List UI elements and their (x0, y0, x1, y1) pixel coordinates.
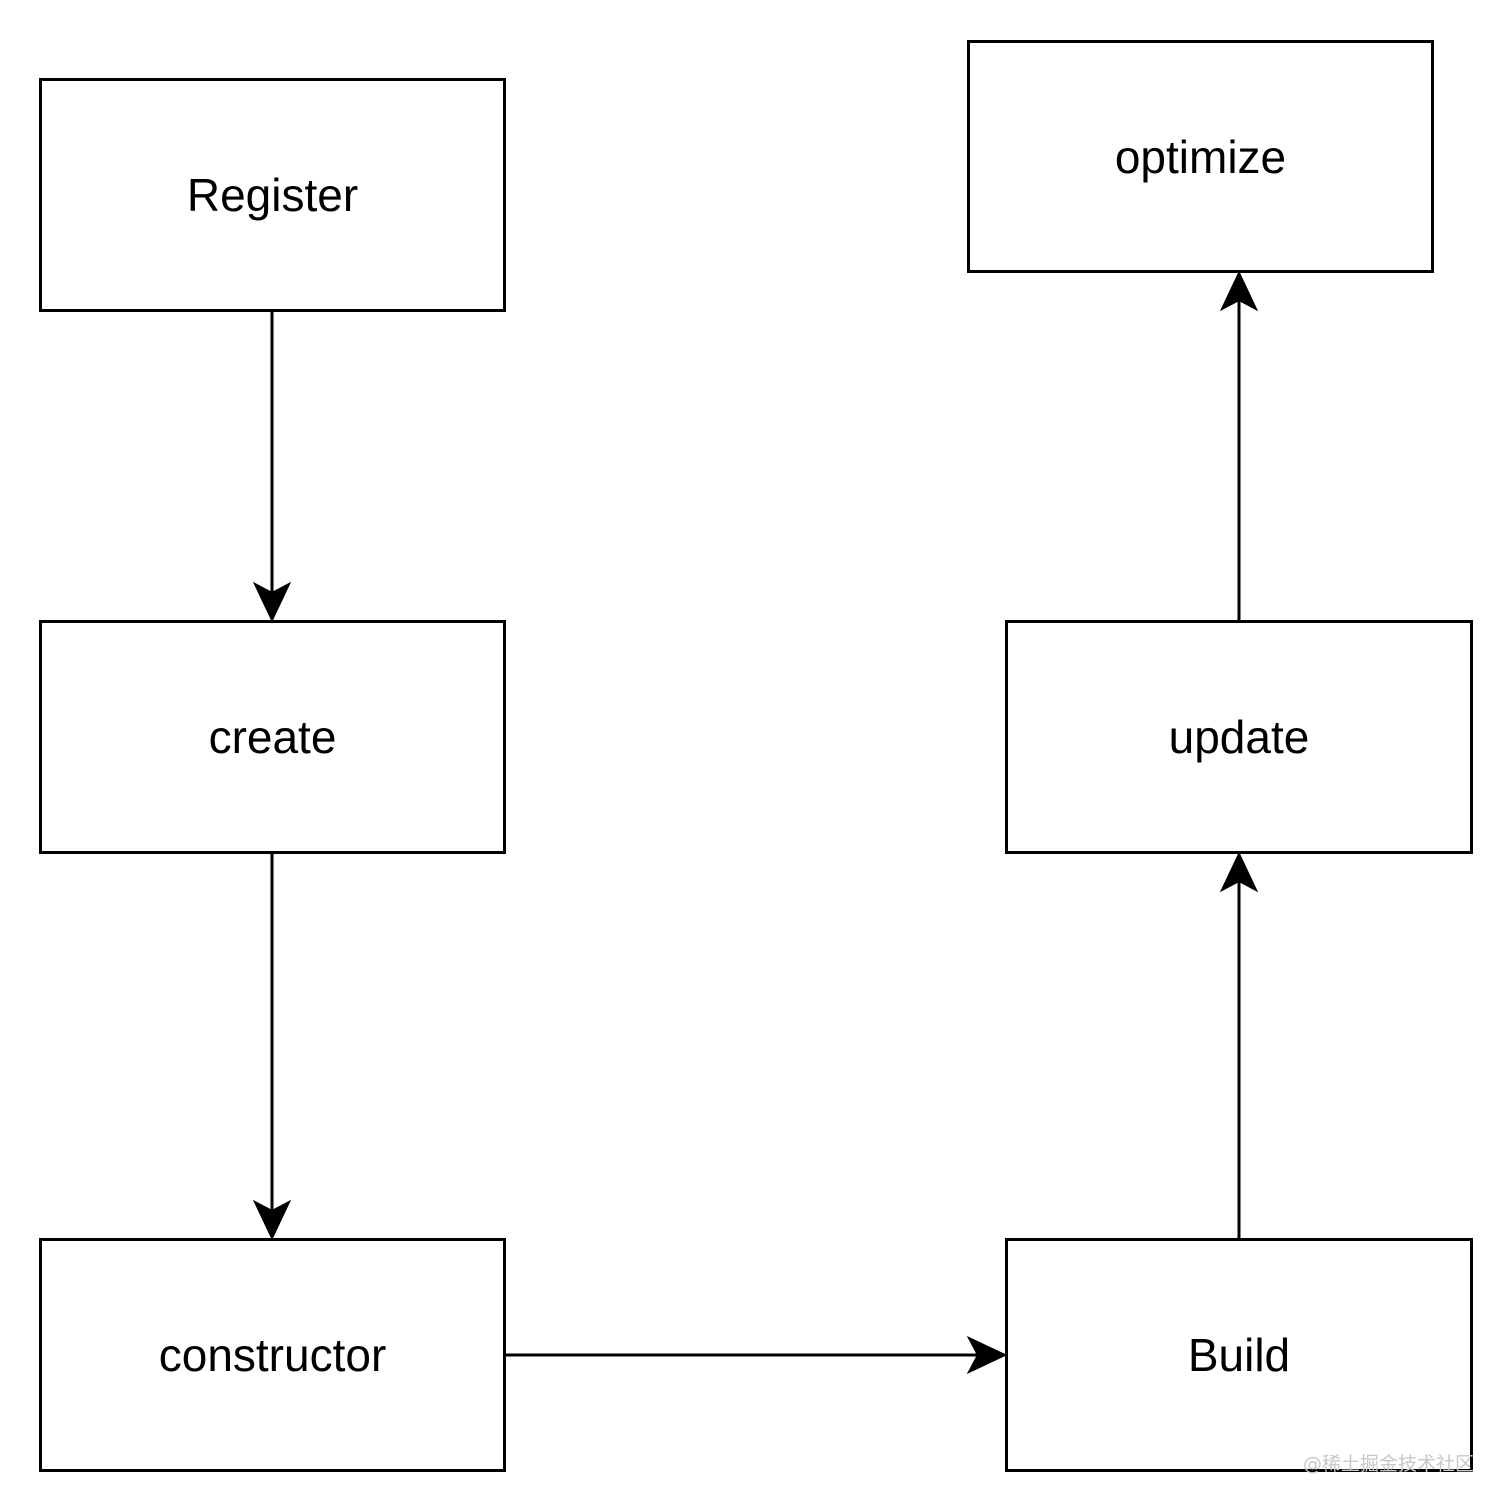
arrowhead-down (252, 1199, 292, 1241)
edge-update-to-optimize (1219, 270, 1259, 620)
edge-constructor-to-build (506, 1335, 1008, 1375)
node-create: create (39, 620, 506, 854)
arrowhead-up (1219, 851, 1259, 893)
edge-build-to-update (1219, 851, 1259, 1238)
arrowhead-down (252, 581, 292, 623)
node-update: update (1005, 620, 1473, 854)
watermark: @稀土掘金技术社区 (1302, 1453, 1474, 1475)
node-constructor: constructor (39, 1238, 506, 1472)
arrowhead-right (966, 1335, 1008, 1375)
node-label: create (208, 711, 337, 763)
arrowhead-up (1219, 270, 1259, 312)
node-label: Register (186, 169, 359, 221)
node-build: Build (1005, 1238, 1473, 1472)
edge-create-to-constructor (252, 854, 292, 1241)
edge-register-to-create (252, 312, 292, 623)
node-register: Register (39, 78, 506, 312)
node-label: Build (1187, 1329, 1291, 1381)
node-optimize: optimize (967, 40, 1434, 273)
node-label: constructor (158, 1329, 387, 1381)
node-label: update (1168, 711, 1310, 763)
node-label: optimize (1114, 130, 1287, 183)
